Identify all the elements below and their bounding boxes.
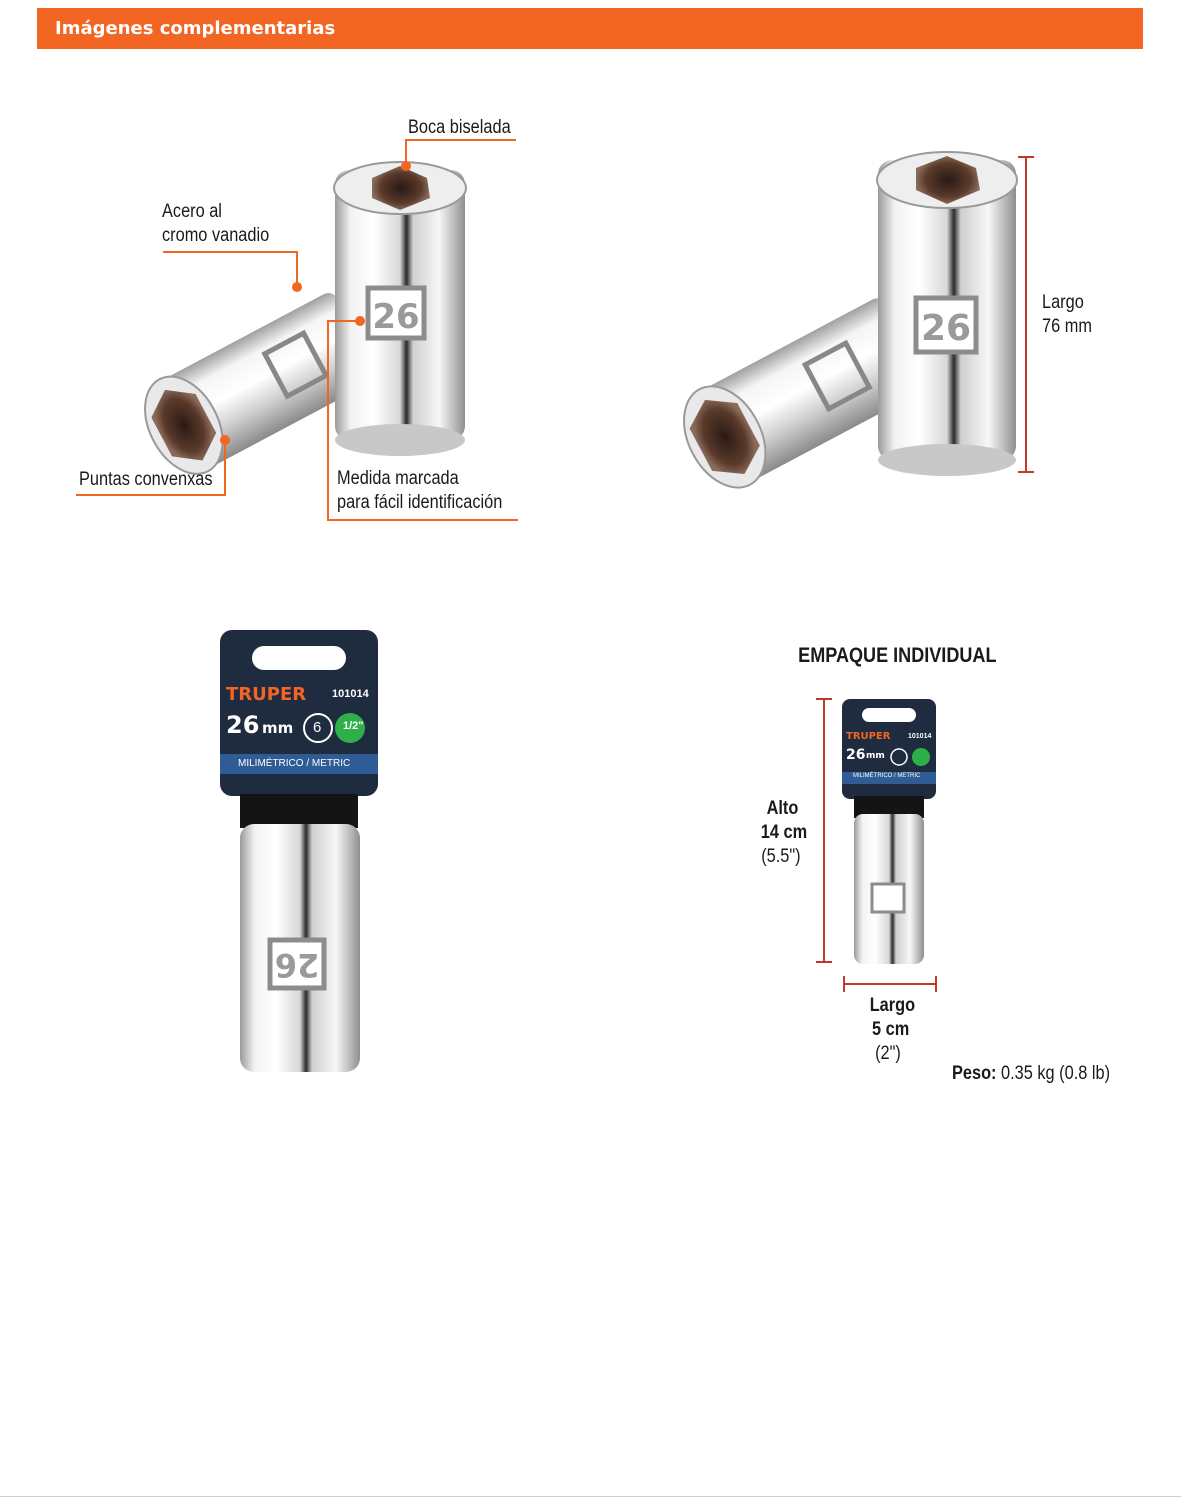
alto-label: Alto: [766, 798, 799, 819]
package-size-number: 26: [226, 711, 260, 739]
peso-value: 0.35 kg (0.8 lb): [1001, 1063, 1111, 1084]
packaged-socket-image: 26: [220, 630, 378, 1072]
empaque-code: 101014: [908, 733, 932, 740]
feature-sockets-image: 26: [76, 139, 518, 521]
alto-value: 14 cm: [760, 822, 808, 843]
empaque-size-unit: mm: [866, 751, 885, 761]
bottom-divider: [0, 1496, 1181, 1497]
standing-socket: 26: [333, 161, 467, 456]
peso-label: Peso:: [952, 1063, 997, 1084]
empaque-size-number: 26: [846, 747, 866, 763]
dimension-value: 76 mm: [1042, 316, 1092, 337]
package-brand: TRUPER: [226, 684, 307, 705]
peso-row: Peso: 0.35 kg (0.8 lb): [952, 1062, 1110, 1086]
empaque-dimensions-image: [816, 698, 937, 992]
section-title: Imágenes complementarias: [55, 18, 336, 39]
label-puntas-convexas: Puntas convenxas: [79, 469, 213, 490]
package-points: 6: [313, 719, 322, 736]
empaque-system: MILIMÉTRICO / METRIC: [853, 773, 921, 779]
package-size-unit: mm: [262, 719, 294, 737]
dimension-sockets-image: 26: [683, 151, 1034, 489]
dimension-label: Largo: [1042, 292, 1084, 313]
largo-label: Largo: [869, 995, 916, 1016]
package-code: 101014: [332, 688, 369, 700]
socket-size-marking-2: 26: [921, 308, 971, 349]
lying-socket: [144, 293, 376, 475]
largo-value: 5 cm: [872, 1019, 910, 1040]
socket-size-marking: 26: [372, 297, 419, 337]
package-system: MILIMÉTRICO / METRIC: [238, 758, 351, 769]
empaque-brand: TRUPER: [846, 731, 891, 742]
empaque-title: EMPAQUE INDIVIDUAL: [798, 644, 997, 667]
label-medida-line1: Medida marcada: [337, 468, 459, 489]
svg-text:26: 26: [275, 946, 320, 984]
alto-inches: (5.5"): [761, 846, 801, 867]
label-acero-line2: cromo vanadio: [162, 225, 270, 246]
section-header: Imágenes complementarias: [37, 8, 1143, 49]
label-acero-line1: Acero al: [162, 201, 222, 222]
package-drive: 1/2": [343, 720, 364, 732]
largo-inches: (2"): [875, 1043, 901, 1064]
label-boca-biselada: Boca biselada: [408, 117, 511, 138]
label-medida-line2: para fácil identificación: [337, 492, 503, 513]
